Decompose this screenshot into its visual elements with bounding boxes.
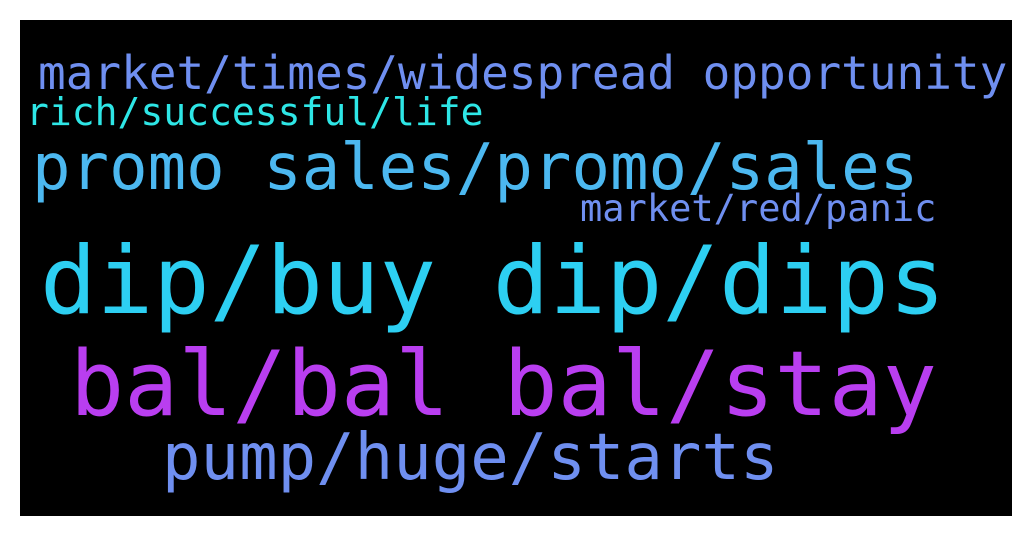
word-bal-bal-bal-stay: bal/bal bal/stay: [70, 332, 937, 437]
word-pump-huge-starts: pump/huge/starts: [162, 421, 779, 495]
word-dip-buy-dip-dips: dip/buy dip/dips: [40, 227, 946, 336]
word-rich-successful-life: rich/successful/life: [26, 90, 484, 134]
word-promo-sales: promo sales/promo/sales: [32, 131, 919, 205]
word-market-times-widespread-opportunity: market/times/widespread opportunity: [38, 46, 1008, 100]
word-cloud-canvas: market/times/widespread opportunity rich…: [20, 20, 1012, 516]
word-market-red-panic: market/red/panic: [580, 187, 937, 230]
